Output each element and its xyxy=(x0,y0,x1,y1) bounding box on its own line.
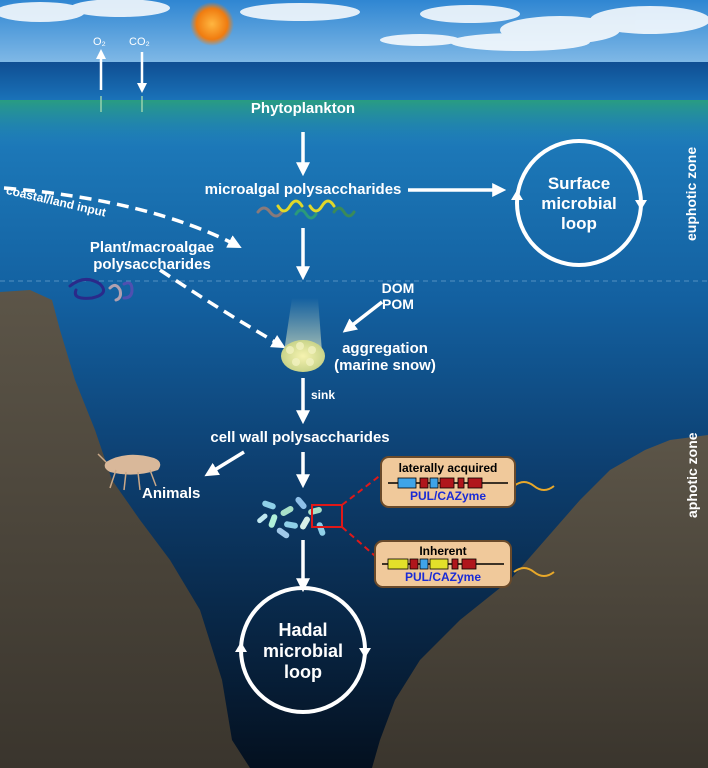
arrow-to-animals xyxy=(204,450,245,477)
aggregation-label-line2: (marine snow) xyxy=(334,357,436,374)
animals-label: Animals xyxy=(142,485,201,502)
amphipod-icon xyxy=(97,453,161,491)
clouds xyxy=(0,0,708,51)
hadal-loop-line3: loop xyxy=(284,662,322,682)
plant-polysaccharide-chains xyxy=(68,278,134,302)
o2-label: O₂ xyxy=(93,36,106,48)
plant-label-line2: polysaccharides xyxy=(93,256,211,273)
leader-line-acquired xyxy=(341,473,383,506)
sea-surface xyxy=(0,62,708,100)
inherent-box-tail xyxy=(513,567,555,577)
surface-loop-label: Surface microbial loop xyxy=(541,174,617,234)
hadal-loop-arrowhead-left xyxy=(235,642,247,652)
arrow-dompom xyxy=(342,300,384,333)
hadal-loop-arrowhead-right xyxy=(359,648,371,658)
inherent-gene-box: Inherent PUL/CAZyme xyxy=(374,540,512,588)
trench-wall-left xyxy=(0,290,250,768)
surface-loop-line3: loop xyxy=(561,214,597,233)
co2-label: CO₂ xyxy=(129,36,150,48)
euphotic-zone-label: euphotic zone xyxy=(683,146,699,241)
cell-wall-label: cell wall polysaccharides xyxy=(210,429,390,446)
plant-label: Plant/macroalgae polysaccharides xyxy=(90,239,214,273)
sink-label: sink xyxy=(311,388,336,402)
surface-loop-line2: microbial xyxy=(541,194,617,213)
surface-loop-arrowhead-right xyxy=(635,200,647,210)
sinking-plume xyxy=(284,298,322,352)
inherent-box-title: Inherent xyxy=(419,544,467,558)
acquired-gene-box: laterally acquired PUL/CAZyme xyxy=(380,456,516,508)
dom-label: DOM xyxy=(381,280,415,296)
coastal-input-arrow xyxy=(3,186,242,248)
plant-label-line1: Plant/macroalgae xyxy=(89,239,215,256)
aggregation-label: aggregation (marine snow) xyxy=(334,340,436,374)
aggregation-label-line1: aggregation xyxy=(342,340,428,357)
pom-label: POM xyxy=(382,296,414,312)
hadal-loop-line2: microbial xyxy=(262,641,344,661)
microalgal-label: microalgal polysaccharides xyxy=(204,181,402,198)
microalgal-polysaccharide-chains xyxy=(256,199,356,220)
trench-wall-right xyxy=(372,435,708,768)
dom-pom-label: DOM POM xyxy=(382,280,415,312)
inherent-gene-cluster-icon xyxy=(382,558,504,570)
aphotic-zone-label: aphotic zone xyxy=(684,432,700,518)
highlight-box xyxy=(311,504,343,528)
acquired-box-title: laterally acquired xyxy=(398,461,498,475)
surface-loop-line1: Surface xyxy=(547,174,611,193)
hadal-loop-label: Hadal microbial loop xyxy=(263,620,343,683)
inherent-box-subtitle: PUL/CAZyme xyxy=(404,570,481,584)
acquired-gene-cluster-icon xyxy=(388,477,508,489)
acquired-box-tail xyxy=(513,481,555,491)
acquired-box-subtitle: PUL/CAZyme xyxy=(409,489,486,503)
sun xyxy=(190,2,234,46)
surface-loop-arrowhead-left xyxy=(511,190,523,200)
phytoplankton-label: Phytoplankton xyxy=(250,100,356,117)
hadal-loop-line1: Hadal xyxy=(278,620,328,640)
